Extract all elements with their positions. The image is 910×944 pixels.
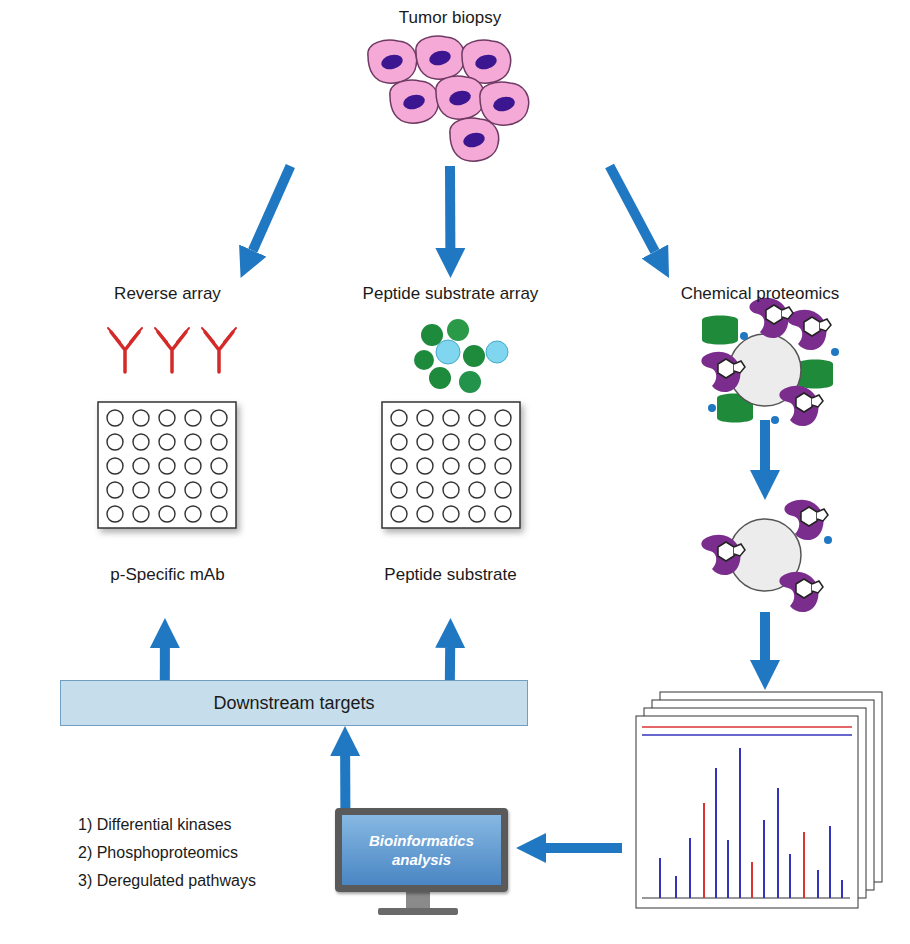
- antibody: [155, 328, 189, 372]
- array-spots: [391, 410, 511, 522]
- node-caption: Peptide substrate: [333, 565, 568, 585]
- figure-panel: Peptide substrate arrayPeptide substrate: [333, 278, 568, 618]
- affinity-bead: [701, 298, 839, 426]
- flow-arrow: [546, 843, 622, 853]
- list-item: 2) Phosphoproteomics: [78, 844, 238, 862]
- figure-panel: Chemical proteomics: [630, 278, 890, 420]
- flow-arrow: [345, 756, 346, 808]
- arrow-shaft: [445, 166, 455, 248]
- node-title: Downstream targets: [201, 693, 386, 714]
- node-title: Peptide substrate array: [333, 284, 568, 304]
- tumor-cell: [450, 118, 499, 161]
- arrow-shaft: [253, 166, 291, 251]
- tumor-cell: [436, 76, 485, 119]
- list-item: 3) Deregulated pathways: [78, 872, 256, 890]
- figure-panel: Tumor biopsy: [240, 4, 660, 166]
- monitor-screen: Bioinformatics analysis: [335, 808, 508, 892]
- flow-arrow: [164, 648, 165, 680]
- flow-arrow: [760, 420, 770, 470]
- list-item: 1) Differential kinases: [78, 816, 232, 834]
- node-title: Reverse array: [60, 284, 275, 304]
- node-title: Tumor biopsy: [240, 8, 660, 28]
- tumor-cell: [390, 80, 439, 123]
- node-title: Chemical proteomics: [630, 284, 890, 304]
- antibody: [108, 328, 142, 372]
- monitor-stand: [378, 892, 458, 915]
- tumor-cell: [480, 82, 529, 125]
- antibody: [202, 328, 236, 372]
- enriched-bead: [701, 500, 832, 612]
- mass-spectra: [636, 692, 882, 908]
- flow-arrow: [610, 166, 655, 251]
- flow-arrow: [760, 612, 770, 660]
- peptide-spheres: [414, 319, 508, 393]
- arrow-shaft: [160, 648, 170, 680]
- node-title: Bioinformatics analysis: [342, 827, 501, 874]
- flow-arrow: [450, 166, 451, 248]
- tumor-cell: [368, 40, 417, 83]
- flow-arrow: [449, 648, 450, 680]
- array-slide: [98, 402, 236, 528]
- array-spots: [107, 410, 227, 522]
- figure-panel: Reverse array p-Specific mAb: [60, 278, 275, 618]
- node-caption: p-Specific mAb: [60, 565, 275, 585]
- tumor-cell: [416, 36, 465, 79]
- arrow-shaft: [445, 648, 455, 680]
- arrow-shaft: [340, 756, 350, 808]
- band-box: Downstream targets: [60, 680, 528, 726]
- flow-arrow: [253, 166, 291, 251]
- array-slide: [382, 402, 520, 528]
- arrow-shaft: [610, 166, 655, 251]
